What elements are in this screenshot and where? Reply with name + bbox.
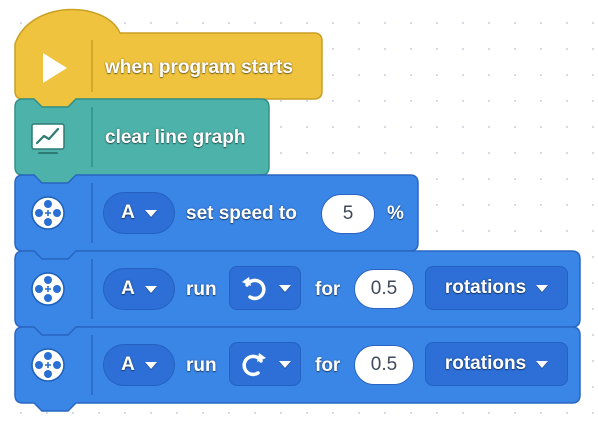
counterclockwise-arrow-icon — [242, 277, 266, 301]
play-icon — [43, 53, 67, 83]
amount-input[interactable]: 0.5 — [354, 345, 414, 385]
chevron-down-icon — [144, 285, 157, 293]
amount-value: 0.5 — [370, 278, 398, 299]
amount-value: 0.5 — [370, 354, 398, 375]
unit-value: rotations — [444, 353, 527, 374]
speed-unit-label: % — [387, 203, 404, 224]
direction-dropdown[interactable] — [229, 342, 301, 386]
motor-icon — [31, 196, 65, 230]
start-block-label: when program starts — [105, 57, 293, 78]
port-value: A — [121, 354, 135, 375]
port-dropdown[interactable]: A — [103, 268, 175, 310]
chevron-down-icon — [279, 284, 291, 292]
speed-value: 5 — [342, 203, 354, 224]
run-label: run — [186, 279, 217, 300]
unit-dropdown[interactable]: rotations — [425, 342, 568, 386]
for-label: for — [315, 355, 341, 376]
motor-icon — [31, 272, 65, 306]
chevron-down-icon — [279, 360, 291, 368]
direction-dropdown[interactable] — [229, 266, 301, 310]
unit-value: rotations — [444, 277, 527, 298]
chevron-down-icon — [536, 284, 549, 292]
for-label: for — [315, 279, 341, 300]
port-value: A — [121, 202, 135, 223]
clear-line-graph-label: clear line graph — [105, 127, 246, 148]
amount-input[interactable]: 0.5 — [354, 269, 414, 309]
chevron-down-icon — [144, 361, 157, 369]
port-dropdown[interactable]: A — [103, 192, 175, 234]
unit-dropdown[interactable]: rotations — [425, 266, 568, 310]
chevron-down-icon — [536, 360, 549, 368]
clockwise-arrow-icon — [242, 353, 266, 377]
chevron-down-icon — [144, 209, 157, 217]
port-dropdown[interactable]: A — [103, 344, 175, 386]
set-speed-label: set speed to — [186, 203, 297, 224]
speed-input[interactable]: 5 — [321, 194, 375, 234]
port-value: A — [121, 278, 135, 299]
line-graph-monitor-icon — [31, 123, 65, 154]
motor-icon — [31, 348, 65, 382]
run-label: run — [186, 355, 217, 376]
